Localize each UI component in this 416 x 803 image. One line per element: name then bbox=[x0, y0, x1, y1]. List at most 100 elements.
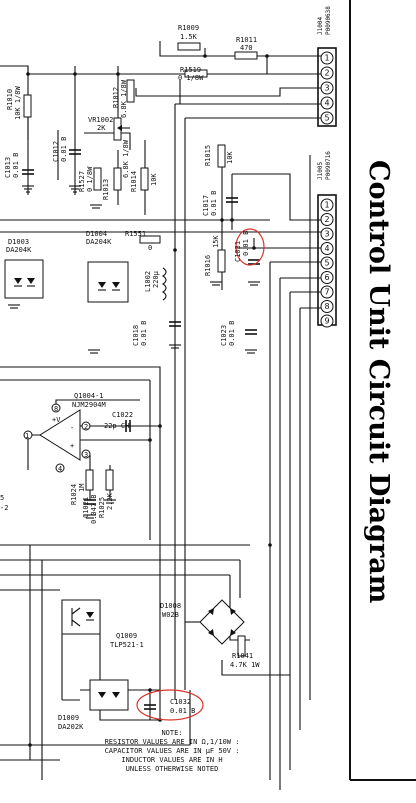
resistor-r1025 bbox=[105, 469, 114, 491]
resistor-r1014 bbox=[140, 167, 149, 191]
note-line-3: INDUCTOR VALUES ARE IN H bbox=[121, 756, 222, 764]
connector-j1005-pin-label: 3 bbox=[324, 230, 329, 239]
connector-j1004-pin-label: 3 bbox=[324, 84, 329, 93]
label-r1009-ref: R1009 bbox=[178, 24, 199, 32]
label-d1008-value: W02B bbox=[162, 611, 179, 619]
label-q1004-ref: Q1004-1 bbox=[74, 392, 104, 400]
connector-j1005-part: P0090716 bbox=[325, 151, 332, 180]
label-r1024-value: 1M bbox=[78, 484, 86, 492]
red-highlight-c1032 bbox=[136, 689, 204, 721]
resistors bbox=[23, 42, 258, 657]
connector-j1005-pin-circle bbox=[320, 227, 334, 241]
label-d1004-ref: D1004 bbox=[86, 230, 107, 238]
label-c1022-ref: C1022 bbox=[112, 411, 133, 419]
edge-fragment-2: -2 bbox=[0, 504, 8, 512]
opamp-pin-3: 3 bbox=[84, 451, 88, 459]
connector-j1005-pin-circle bbox=[320, 198, 334, 212]
resistor-r1015 bbox=[217, 144, 226, 168]
label-r1025-value: 2.2K bbox=[106, 492, 114, 510]
label-r1013-value: 6.8K 1/8W bbox=[122, 139, 130, 178]
connector-j1004-part: P0090638 bbox=[325, 6, 332, 35]
connector-j1005-pin-circle bbox=[320, 271, 334, 284]
diode-array-d1003 bbox=[4, 259, 44, 299]
label-q1009-ref: Q1009 bbox=[116, 632, 137, 640]
bridge-rectifier-d1008 bbox=[199, 599, 245, 645]
connector-j1005-pin-label: 5 bbox=[324, 259, 329, 268]
label-l1002-ref: L1002 bbox=[144, 271, 152, 292]
label-c1017-value: 0.01 B bbox=[210, 191, 218, 216]
resistor-r1012 bbox=[126, 79, 135, 103]
label-c1017-ref: C1017 bbox=[202, 195, 210, 216]
label-c1018-value: 0.01 B bbox=[140, 321, 148, 346]
label-c1023-ref: C1023 bbox=[220, 325, 228, 346]
label-r1527-ref: R1527 bbox=[78, 171, 86, 192]
resistor-r1519 bbox=[184, 69, 208, 78]
opamp-minus: - bbox=[70, 424, 74, 432]
label-r1015-ref: R1015 bbox=[204, 145, 212, 166]
label-r1519-ref: R1519 bbox=[180, 66, 201, 74]
connector-j1005-ref: J1005 bbox=[317, 162, 324, 180]
connector-j1004-shape bbox=[317, 47, 337, 127]
connector-j1005-pin-label: 7 bbox=[324, 288, 329, 297]
connector-j1005-pin-label: 4 bbox=[324, 244, 329, 253]
connector-j1005-pin-circle bbox=[320, 285, 334, 299]
resistor-r1013 bbox=[113, 167, 122, 191]
label-q1009-value: TLP521-1 bbox=[110, 641, 144, 649]
label-r1010-ref: R1010 bbox=[6, 89, 14, 110]
label-r1551-ref: R1551 bbox=[125, 230, 146, 238]
label-c1012-ref: C1012 bbox=[52, 141, 60, 162]
label-r1013-ref: R1013 bbox=[102, 179, 110, 200]
label-d1009-ref: D1009 bbox=[58, 714, 79, 722]
resistor-r1009 bbox=[177, 42, 201, 51]
connector-j1004-pin-circle bbox=[320, 81, 334, 95]
connector-j1005-pin-circle bbox=[320, 314, 334, 328]
diode-array-d1009 bbox=[89, 679, 129, 711]
label-d1003-ref: D1003 bbox=[8, 238, 29, 246]
resistor-r1010 bbox=[23, 94, 32, 118]
label-r1011-value: 470 bbox=[240, 44, 253, 52]
resistor-r1024 bbox=[85, 469, 94, 491]
label-c1021-ref: C1021 bbox=[82, 497, 90, 518]
label-vr1002-ref: VR1002 bbox=[88, 116, 113, 124]
label-r1015-value: 10K bbox=[226, 151, 234, 164]
connector-j1004-ref: J1004 bbox=[317, 17, 324, 35]
opamp-plus: + bbox=[70, 442, 74, 450]
connector-j1005-pin-circle bbox=[320, 256, 334, 270]
label-r1014-value: 10K bbox=[150, 173, 158, 186]
label-r1025-ref: R1025 bbox=[98, 497, 106, 518]
label-c1018-ref: C1018 bbox=[132, 325, 140, 346]
note-line-4: UNLESS OTHERWISE NOTED bbox=[126, 765, 219, 773]
label-c1021-value: 0.047 B bbox=[90, 494, 98, 524]
label-r1012-ref: R1012 bbox=[112, 87, 120, 108]
note-heading: NOTE: bbox=[161, 729, 182, 737]
resistor-r1527 bbox=[93, 167, 102, 191]
connector-j1004-pin-label: 5 bbox=[324, 114, 329, 123]
resistor-r1551 bbox=[139, 235, 161, 244]
label-r1016-value: 15K bbox=[212, 235, 220, 248]
label-r1041-value: 4.7K 1W bbox=[230, 661, 260, 669]
connector-j1005-pin-label: 9 bbox=[324, 317, 329, 326]
connector-j1004-pin-circle bbox=[320, 111, 334, 125]
opamp-pin-8: 8 bbox=[54, 405, 58, 413]
label-r1024-ref: R1024 bbox=[70, 484, 78, 505]
label-c1022-value: 22p CH bbox=[104, 422, 129, 430]
connector-j1004-pin-circle bbox=[320, 66, 334, 80]
label-r1014-ref: R1014 bbox=[130, 171, 138, 192]
label-c1031-ref: C1031 bbox=[234, 241, 242, 262]
label-r1016-ref: R1016 bbox=[204, 255, 212, 276]
label-r1011-ref: R1011 bbox=[236, 36, 257, 44]
connector-j1004-pin-label: 2 bbox=[324, 69, 329, 78]
diode-array-d1004 bbox=[87, 261, 129, 303]
label-c1032-value: 0.01 B bbox=[170, 707, 195, 715]
label-c1013-ref: C1013 bbox=[4, 157, 12, 178]
inductor-l1002 bbox=[162, 267, 167, 301]
label-d1003-value: DA204K bbox=[6, 246, 32, 254]
connector-j1004-pin-circle bbox=[320, 51, 334, 65]
label-c1012-value: 0.01 B bbox=[60, 137, 68, 162]
connector-j1005-pin-label: 1 bbox=[324, 201, 329, 210]
label-r1010-value: 10K 1/8W bbox=[14, 85, 22, 120]
resistor-r1011 bbox=[234, 51, 258, 60]
connector-j1005-pin-circle bbox=[320, 213, 334, 226]
